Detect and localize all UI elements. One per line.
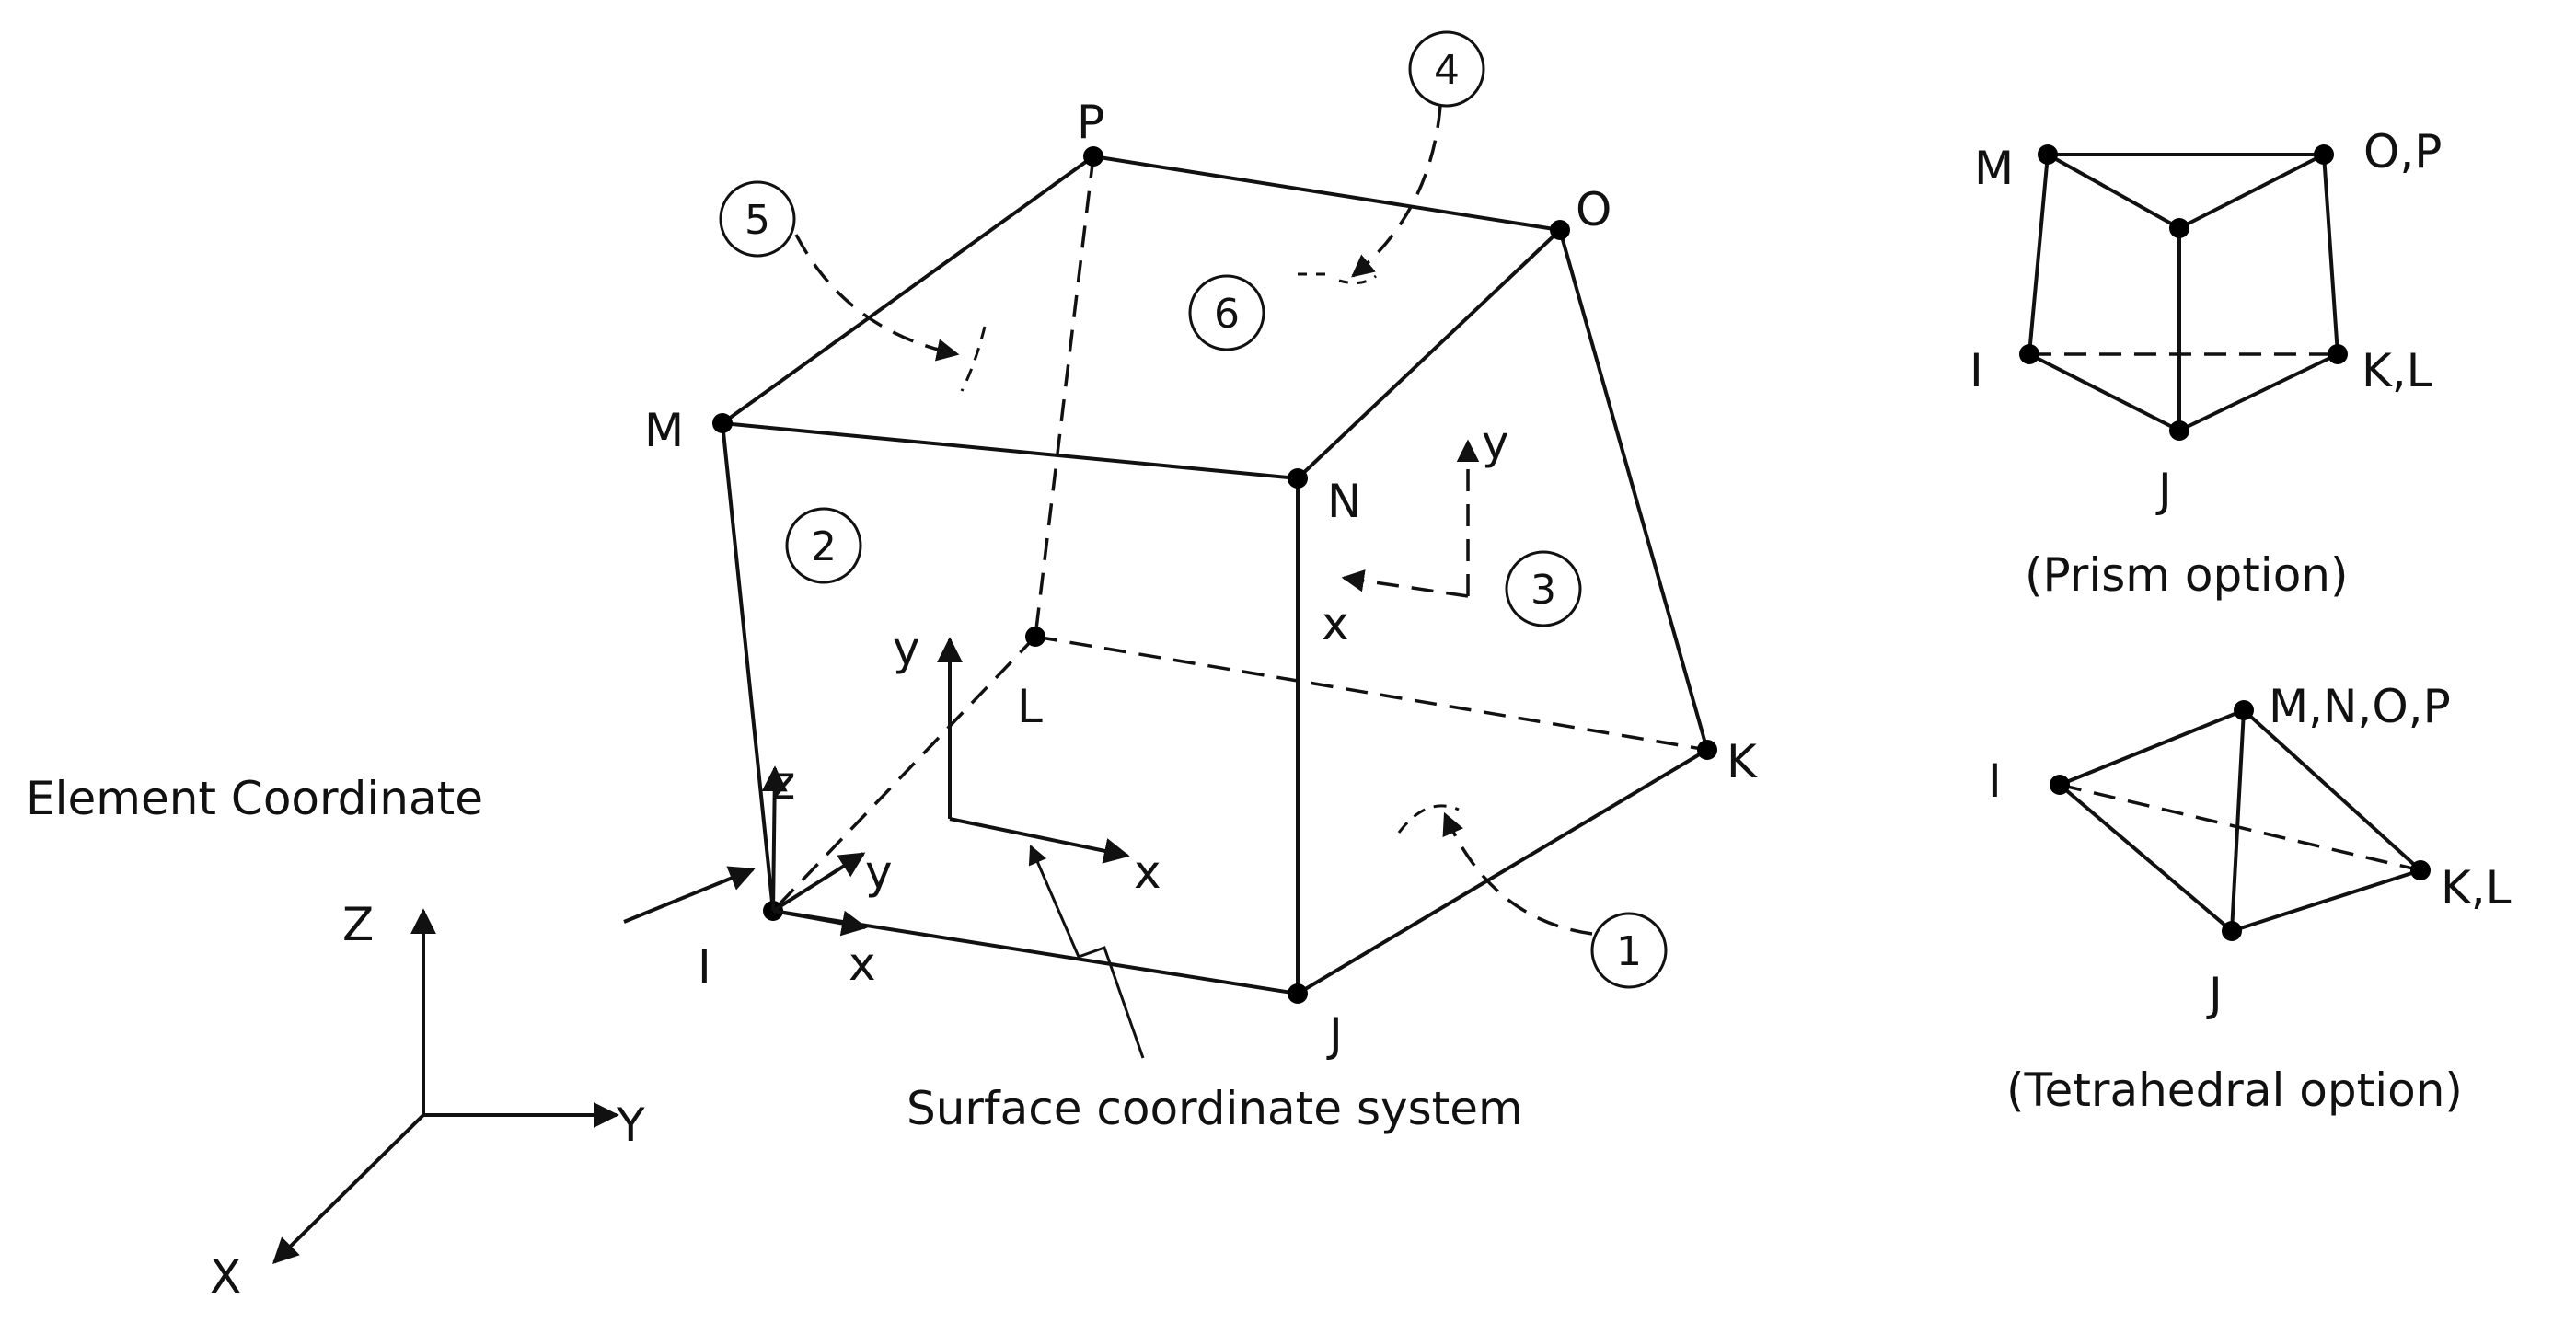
edge-p-o [1092, 155, 1561, 232]
edge-n-o [1296, 228, 1562, 480]
prism-label-kl: K,L [2362, 344, 2432, 397]
tetrahedral-caption: (Tetrahedral option) [2006, 1064, 2463, 1117]
global-axis-z-label: Z [342, 898, 374, 951]
node-label-o: O [1576, 183, 1611, 236]
node-k [1697, 740, 1717, 760]
svg-text:2: 2 [811, 523, 837, 570]
edge-o-k [1558, 229, 1709, 751]
face-numbers: 1 2 3 4 5 6 [719, 30, 1668, 989]
element-coordinate-system: Element Coordinate Z Y X [26, 772, 645, 1304]
node-label-k: K [1727, 735, 1758, 788]
tetrahedral-option-diagram: I M,N,O,P K,L J (Tetrahedral option) [1988, 680, 2512, 1117]
node-m [712, 413, 733, 433]
node-o [1550, 220, 1570, 240]
face-number-5: 5 [719, 180, 796, 258]
node-j [1288, 983, 1308, 1004]
face-number-1: 1 [1590, 912, 1668, 989]
face3-axis-y-label: y [1482, 416, 1509, 469]
face-pointers [794, 105, 1593, 936]
svg-text:3: 3 [1531, 567, 1556, 614]
svg-text:5: 5 [745, 197, 770, 244]
surface-coordinate-caption: Surface coordinate system [907, 1082, 1523, 1135]
tetra-label-i: I [1988, 754, 2002, 808]
prism-label-j: J [2155, 464, 2172, 517]
hidden-edge-l-i [771, 635, 1037, 913]
edge-j-k [1296, 748, 1709, 995]
global-axis-x-label: X [210, 1250, 241, 1304]
global-axis-y-label: Y [616, 1098, 645, 1152]
node-p [1083, 146, 1103, 167]
edge-m-p [721, 155, 1095, 425]
node-l [1025, 627, 1045, 647]
tetra-label-mnop: M,N,O,P [2269, 680, 2451, 733]
node-label-l: L [1017, 680, 1043, 733]
prism-label-i: I [1970, 344, 1983, 397]
node-label-m: M [644, 404, 684, 457]
surface-coordinate-system: y x Surface coordinate system [893, 622, 1523, 1135]
face-number-6: 6 [1188, 274, 1265, 351]
prism-label-m: M [1974, 142, 2014, 195]
hexahedron: P O M N L K I J [644, 96, 1758, 1062]
face3-axes: y x [1322, 416, 1509, 650]
prism-caption: (Prism option) [2025, 548, 2349, 602]
face3-axis-x-label: x [1322, 597, 1349, 650]
face-number-3: 3 [1505, 550, 1582, 627]
local-axis-x-label: x [849, 937, 876, 991]
face-number-2: 2 [785, 507, 862, 584]
prism-label-op: O,P [2363, 125, 2442, 178]
edge-m-i [721, 422, 775, 912]
node-label-i: I [698, 940, 711, 994]
svg-text:6: 6 [1214, 291, 1240, 338]
surface-axis-x-label: x [1134, 845, 1161, 899]
node-n [1288, 468, 1308, 489]
local-axis-z-label: z [771, 756, 795, 810]
tetra-label-kl: K,L [2441, 861, 2512, 914]
edge-m-n [722, 421, 1299, 480]
node-label-p: P [1077, 96, 1104, 149]
local-axes-at-node-i: z y x [623, 756, 893, 991]
node-label-n: N [1327, 475, 1361, 528]
surface-axis-y-label: y [893, 622, 920, 675]
local-axis-y-label: y [865, 845, 893, 899]
prism-option-diagram: M O,P I K,L J (Prism option) [1970, 125, 2442, 602]
tetra-label-j: J [2206, 968, 2223, 1021]
element-coordinate-title: Element Coordinate [26, 772, 483, 825]
svg-text:4: 4 [1434, 47, 1460, 94]
hidden-edge-l-k [1034, 635, 1708, 752]
node-label-j: J [1326, 1008, 1343, 1062]
svg-text:1: 1 [1616, 928, 1642, 975]
hidden-edge-p-l [1034, 155, 1095, 638]
face-number-4: 4 [1408, 30, 1485, 108]
